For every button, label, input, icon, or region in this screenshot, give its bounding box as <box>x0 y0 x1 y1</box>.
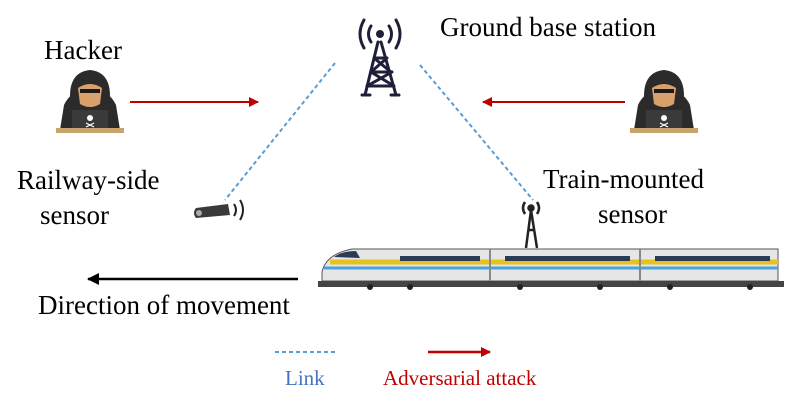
train-icon <box>318 249 784 290</box>
link-tower-railway-sensor <box>225 63 335 200</box>
legend-link-label: Link <box>285 368 325 389</box>
railway-sensor-icon <box>194 200 243 220</box>
train-sensor-label-line1: Train-mounted <box>543 166 704 193</box>
hacker-icon <box>56 70 124 133</box>
railway-sensor-label-line1: Railway-side <box>17 167 159 194</box>
train-antenna-icon <box>523 202 539 248</box>
base-station-label: Ground base station <box>440 14 656 41</box>
link-tower-train-sensor <box>420 65 533 200</box>
hacker-label: Hacker <box>44 37 122 64</box>
direction-label: Direction of movement <box>38 292 290 319</box>
train-sensor-label-line2: sensor <box>598 201 667 228</box>
tower-icon <box>360 20 400 95</box>
railway-sensor-label-line2: sensor <box>40 202 109 229</box>
hacker-icon <box>630 70 698 133</box>
legend-adversarial-label: Adversarial attack <box>383 368 536 389</box>
